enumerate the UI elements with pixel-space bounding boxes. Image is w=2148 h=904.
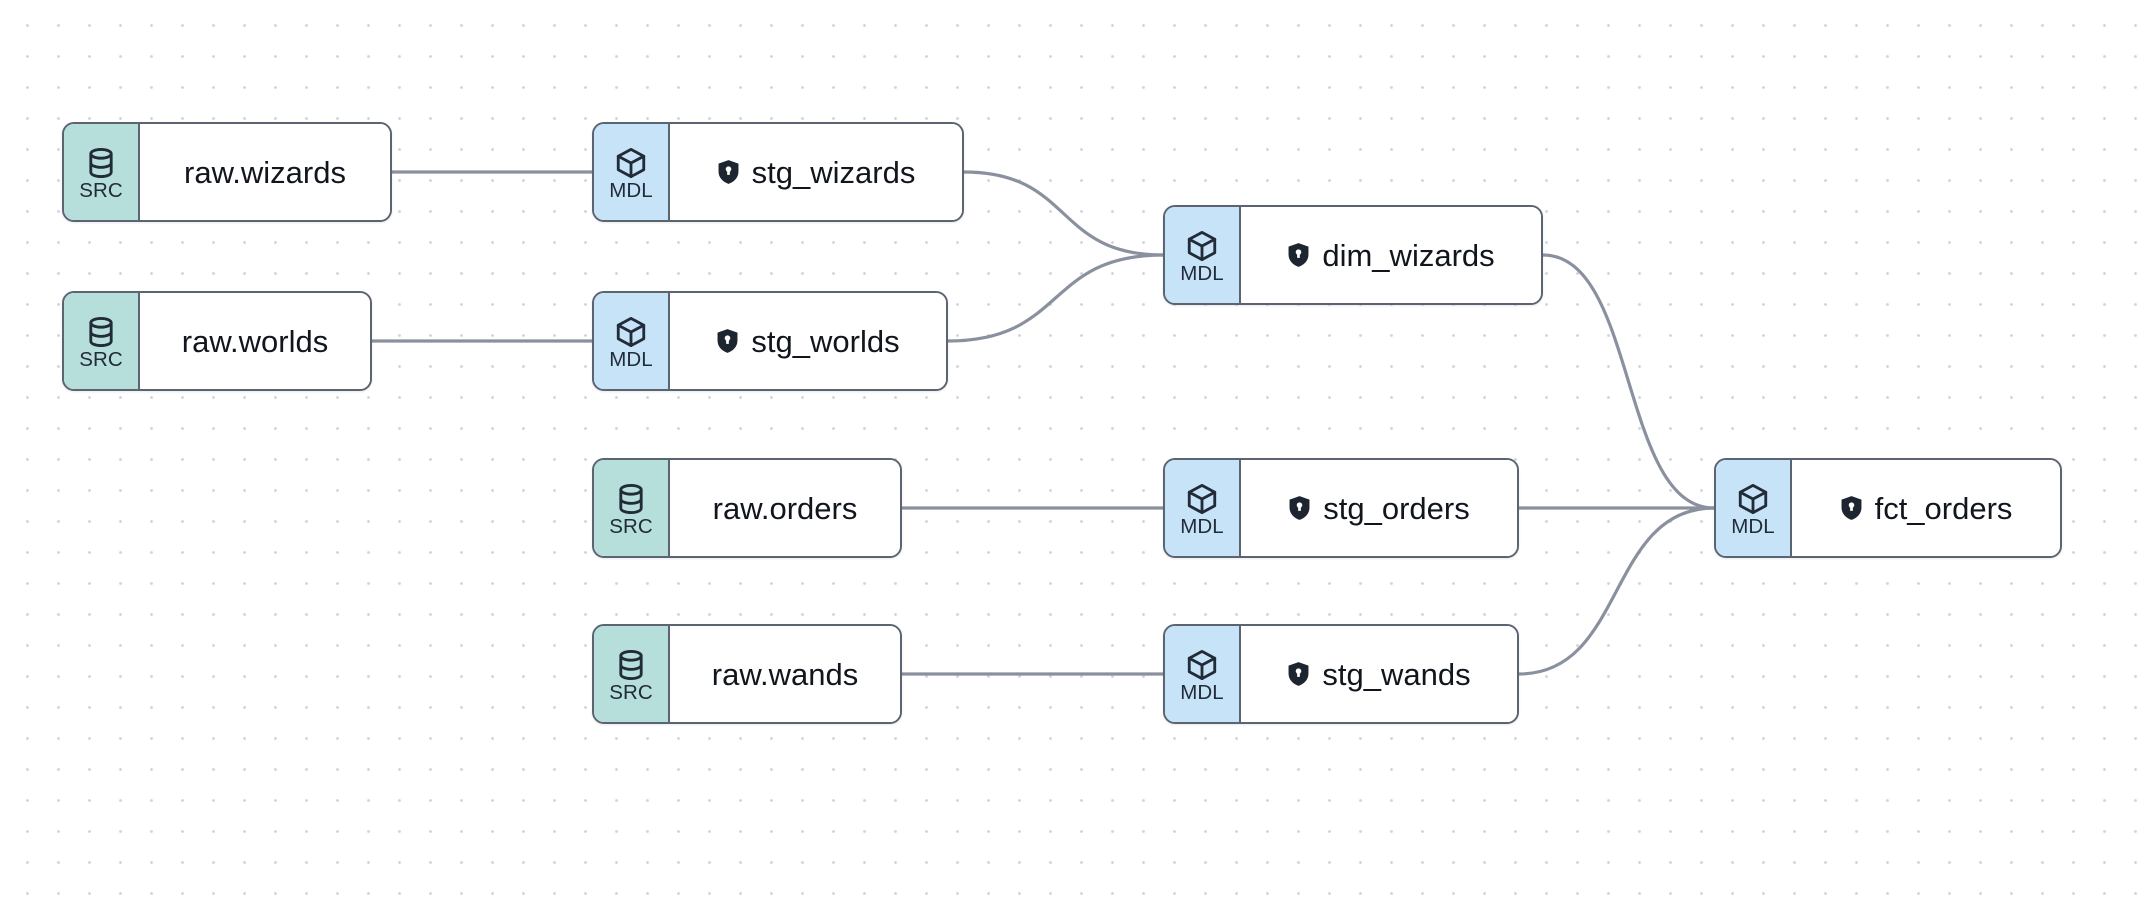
node-stg_wizards[interactable]: MDL stg_wizards xyxy=(592,122,964,222)
node-label: stg_orders xyxy=(1323,490,1470,526)
shield-lock-icon xyxy=(1287,242,1310,268)
node-stg_orders[interactable]: MDL stg_orders xyxy=(1163,458,1519,558)
node-kind-badge-src: SRC xyxy=(64,293,140,389)
node-body: stg_wizards xyxy=(670,124,962,220)
node-fct_orders[interactable]: MDL fct_orders xyxy=(1714,458,2062,558)
shield-lock-icon xyxy=(716,328,739,354)
node-kind-badge-mdl: MDL xyxy=(1165,626,1241,722)
node-kind-label: MDL xyxy=(1180,515,1224,539)
node-kind-label: SRC xyxy=(609,515,653,539)
node-kind-label: MDL xyxy=(1731,515,1775,539)
cube-icon xyxy=(1185,482,1219,516)
node-kind-label: SRC xyxy=(79,348,123,372)
node-kind-label: MDL xyxy=(609,179,653,203)
node-kind-label: SRC xyxy=(79,179,123,203)
node-raw_wizards[interactable]: SRC raw.wizards xyxy=(62,122,392,222)
cube-icon xyxy=(1185,229,1219,263)
node-body: raw.wizards xyxy=(140,124,390,220)
shield-lock-icon xyxy=(717,159,740,185)
shield-lock-icon xyxy=(1288,495,1311,521)
node-body: dim_wizards xyxy=(1241,207,1541,303)
node-kind-badge-src: SRC xyxy=(594,626,670,722)
node-body: raw.worlds xyxy=(140,293,370,389)
node-stg_worlds[interactable]: MDL stg_worlds xyxy=(592,291,948,391)
edge-stg_wizards-to-dim_wizards xyxy=(962,170,1165,257)
database-icon xyxy=(84,315,118,349)
node-body: stg_wands xyxy=(1241,626,1517,722)
node-label: fct_orders xyxy=(1874,490,2013,526)
edge-dim_wizards-to-fct_orders xyxy=(1541,253,1716,510)
node-kind-badge-src: SRC xyxy=(64,124,140,220)
node-kind-label: SRC xyxy=(609,681,653,705)
node-body: stg_orders xyxy=(1241,460,1517,556)
node-label: raw.wizards xyxy=(184,154,346,190)
node-raw_worlds[interactable]: SRC raw.worlds xyxy=(62,291,372,391)
node-body: raw.orders xyxy=(670,460,900,556)
edge-stg_worlds-to-dim_wizards xyxy=(946,253,1165,343)
cube-icon xyxy=(614,315,648,349)
node-kind-badge-mdl: MDL xyxy=(1716,460,1792,556)
node-kind-badge-src: SRC xyxy=(594,460,670,556)
node-kind-badge-mdl: MDL xyxy=(1165,207,1241,303)
cube-icon xyxy=(614,146,648,180)
node-dim_wizards[interactable]: MDL dim_wizards xyxy=(1163,205,1543,305)
node-body: raw.wands xyxy=(670,626,900,722)
node-raw_orders[interactable]: SRC raw.orders xyxy=(592,458,902,558)
node-kind-label: MDL xyxy=(1180,681,1224,705)
cube-icon xyxy=(1736,482,1770,516)
node-kind-badge-mdl: MDL xyxy=(594,293,670,389)
shield-lock-icon xyxy=(1840,495,1863,521)
database-icon xyxy=(614,482,648,516)
node-label: raw.worlds xyxy=(181,323,329,359)
database-icon xyxy=(84,146,118,180)
cube-icon xyxy=(1185,648,1219,682)
edge-stg_wands-to-fct_orders xyxy=(1517,506,1716,676)
node-label: dim_wizards xyxy=(1322,237,1495,273)
node-kind-label: MDL xyxy=(609,348,653,372)
node-label: raw.orders xyxy=(712,490,858,526)
node-label: stg_wands xyxy=(1322,656,1471,692)
node-raw_wands[interactable]: SRC raw.wands xyxy=(592,624,902,724)
node-body: stg_worlds xyxy=(670,293,946,389)
database-icon xyxy=(614,648,648,682)
node-stg_wands[interactable]: MDL stg_wands xyxy=(1163,624,1519,724)
node-body: fct_orders xyxy=(1792,460,2060,556)
node-kind-label: MDL xyxy=(1180,262,1224,286)
node-kind-badge-mdl: MDL xyxy=(594,124,670,220)
shield-lock-icon xyxy=(1287,661,1310,687)
node-label: raw.wands xyxy=(711,656,859,692)
node-label: stg_wizards xyxy=(751,154,916,190)
node-label: stg_worlds xyxy=(751,323,900,359)
node-kind-badge-mdl: MDL xyxy=(1165,460,1241,556)
